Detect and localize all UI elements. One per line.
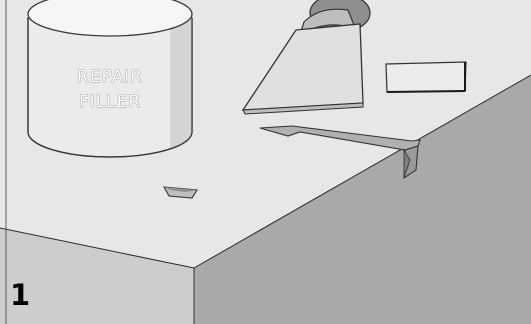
can-label-line1: REPAIR — [77, 67, 143, 87]
can-body — [28, 18, 192, 157]
can-label-line2: FILLER — [79, 92, 141, 112]
filler-patch-top — [386, 62, 466, 92]
can-shadow-side — [170, 18, 192, 150]
repair-filler-can: REPAIR FILLER — [28, 0, 192, 157]
filler-patch — [386, 62, 466, 92]
step-number: 1 — [10, 281, 30, 310]
